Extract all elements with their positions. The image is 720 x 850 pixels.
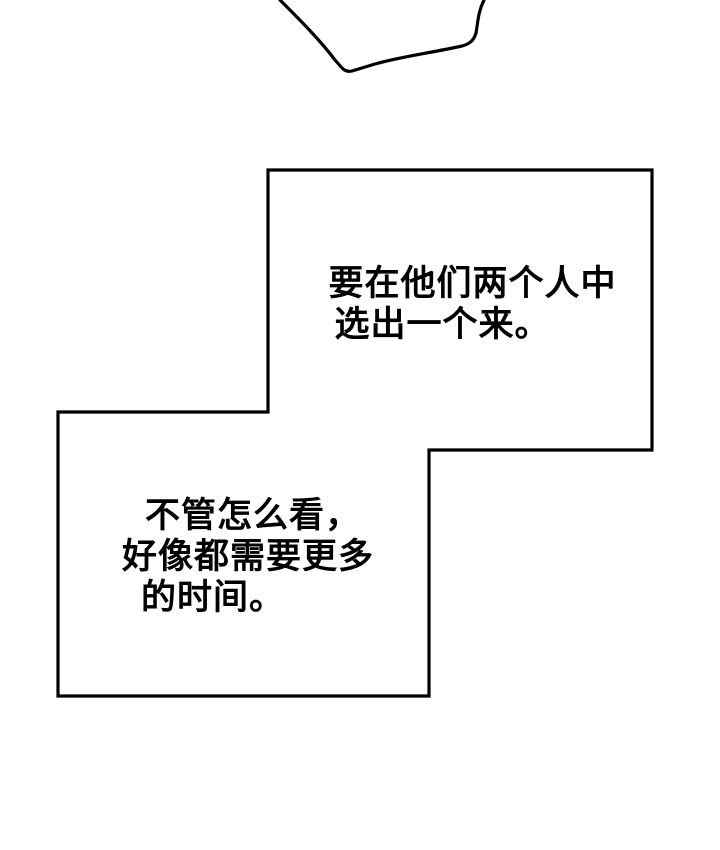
caption-lower-line-2: 好像都需要更多	[121, 537, 374, 577]
caption-lower-line-1: 不管怎么看，	[144, 496, 361, 536]
caption-lower: 不管怎么看， 好像都需要更多 的时间。	[98, 496, 398, 619]
caption-upper-line-2: 选出一个来。	[334, 305, 551, 345]
caption-upper: 要在他们两个人中 选出一个来。	[300, 264, 645, 346]
caption-box-outline	[56, 168, 654, 698]
top-outline-shape	[278, 0, 486, 73]
caption-lower-line-3: 的时间。	[140, 578, 285, 618]
caption-upper-line-1: 要在他们两个人中	[328, 264, 617, 304]
